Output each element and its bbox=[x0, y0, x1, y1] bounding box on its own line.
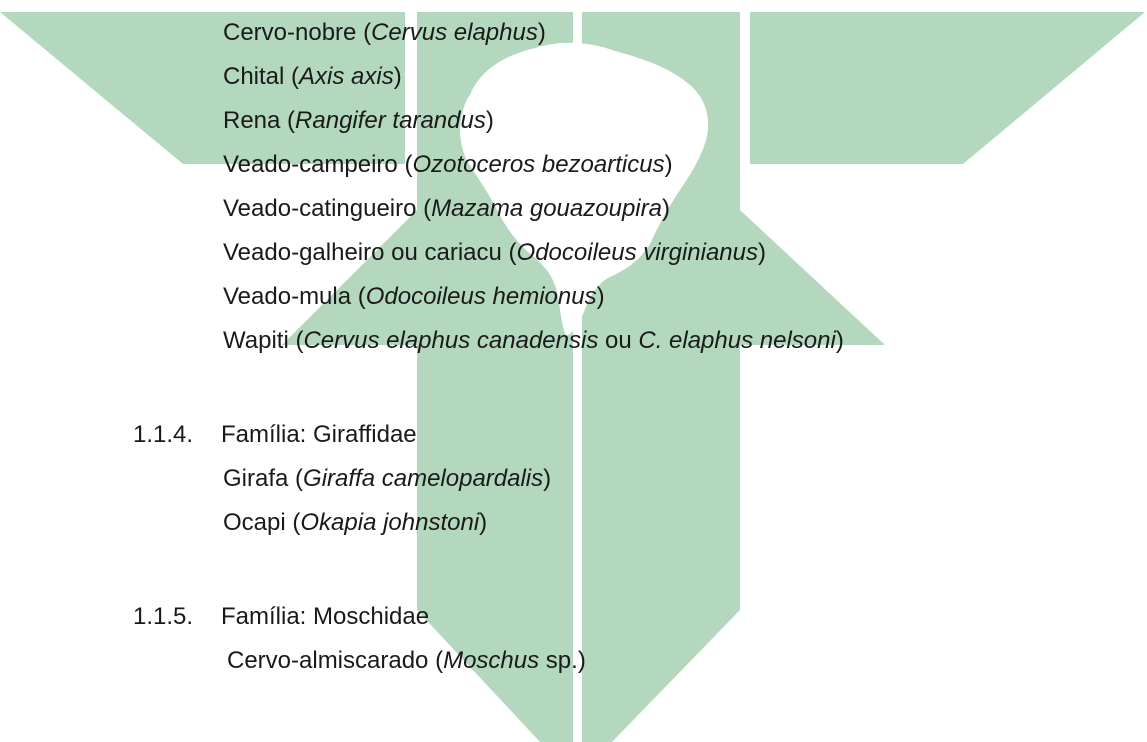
list-item: Veado-galheiro ou cariacu (Odocoileus vi… bbox=[223, 239, 766, 266]
watermark-right-wing bbox=[750, 12, 1145, 164]
list-item: Veado-mula (Odocoileus hemionus) bbox=[223, 283, 605, 310]
section-heading: 1.1.5.Família: Moschidae bbox=[133, 603, 430, 630]
watermark-arrow-left bbox=[417, 345, 573, 742]
section-heading: 1.1.4.Família: Giraffidae bbox=[133, 421, 417, 448]
list-item: Veado-catingueiro (Mazama gouazoupira) bbox=[223, 195, 670, 222]
list-item: Veado-campeiro (Ozotoceros bezoarticus) bbox=[223, 151, 673, 178]
list-item: Wapiti (Cervus elaphus canadensis ou C. … bbox=[223, 327, 844, 354]
watermark-left-wing bbox=[0, 12, 405, 164]
watermark-arrow-right bbox=[582, 345, 740, 742]
list-item: Girafa (Giraffa camelopardalis) bbox=[223, 465, 552, 492]
list-item: Rena (Rangifer tarandus) bbox=[223, 107, 494, 134]
list-item: Cervo-nobre (Cervus elaphus) bbox=[223, 19, 546, 46]
list-item: Cervo-almiscarado (Moschus sp.) bbox=[227, 647, 586, 674]
list-item: Chital (Axis axis) bbox=[223, 63, 402, 90]
list-item: Ocapi (Okapia johnstoni) bbox=[223, 509, 488, 536]
south-america-map-icon bbox=[460, 42, 709, 337]
